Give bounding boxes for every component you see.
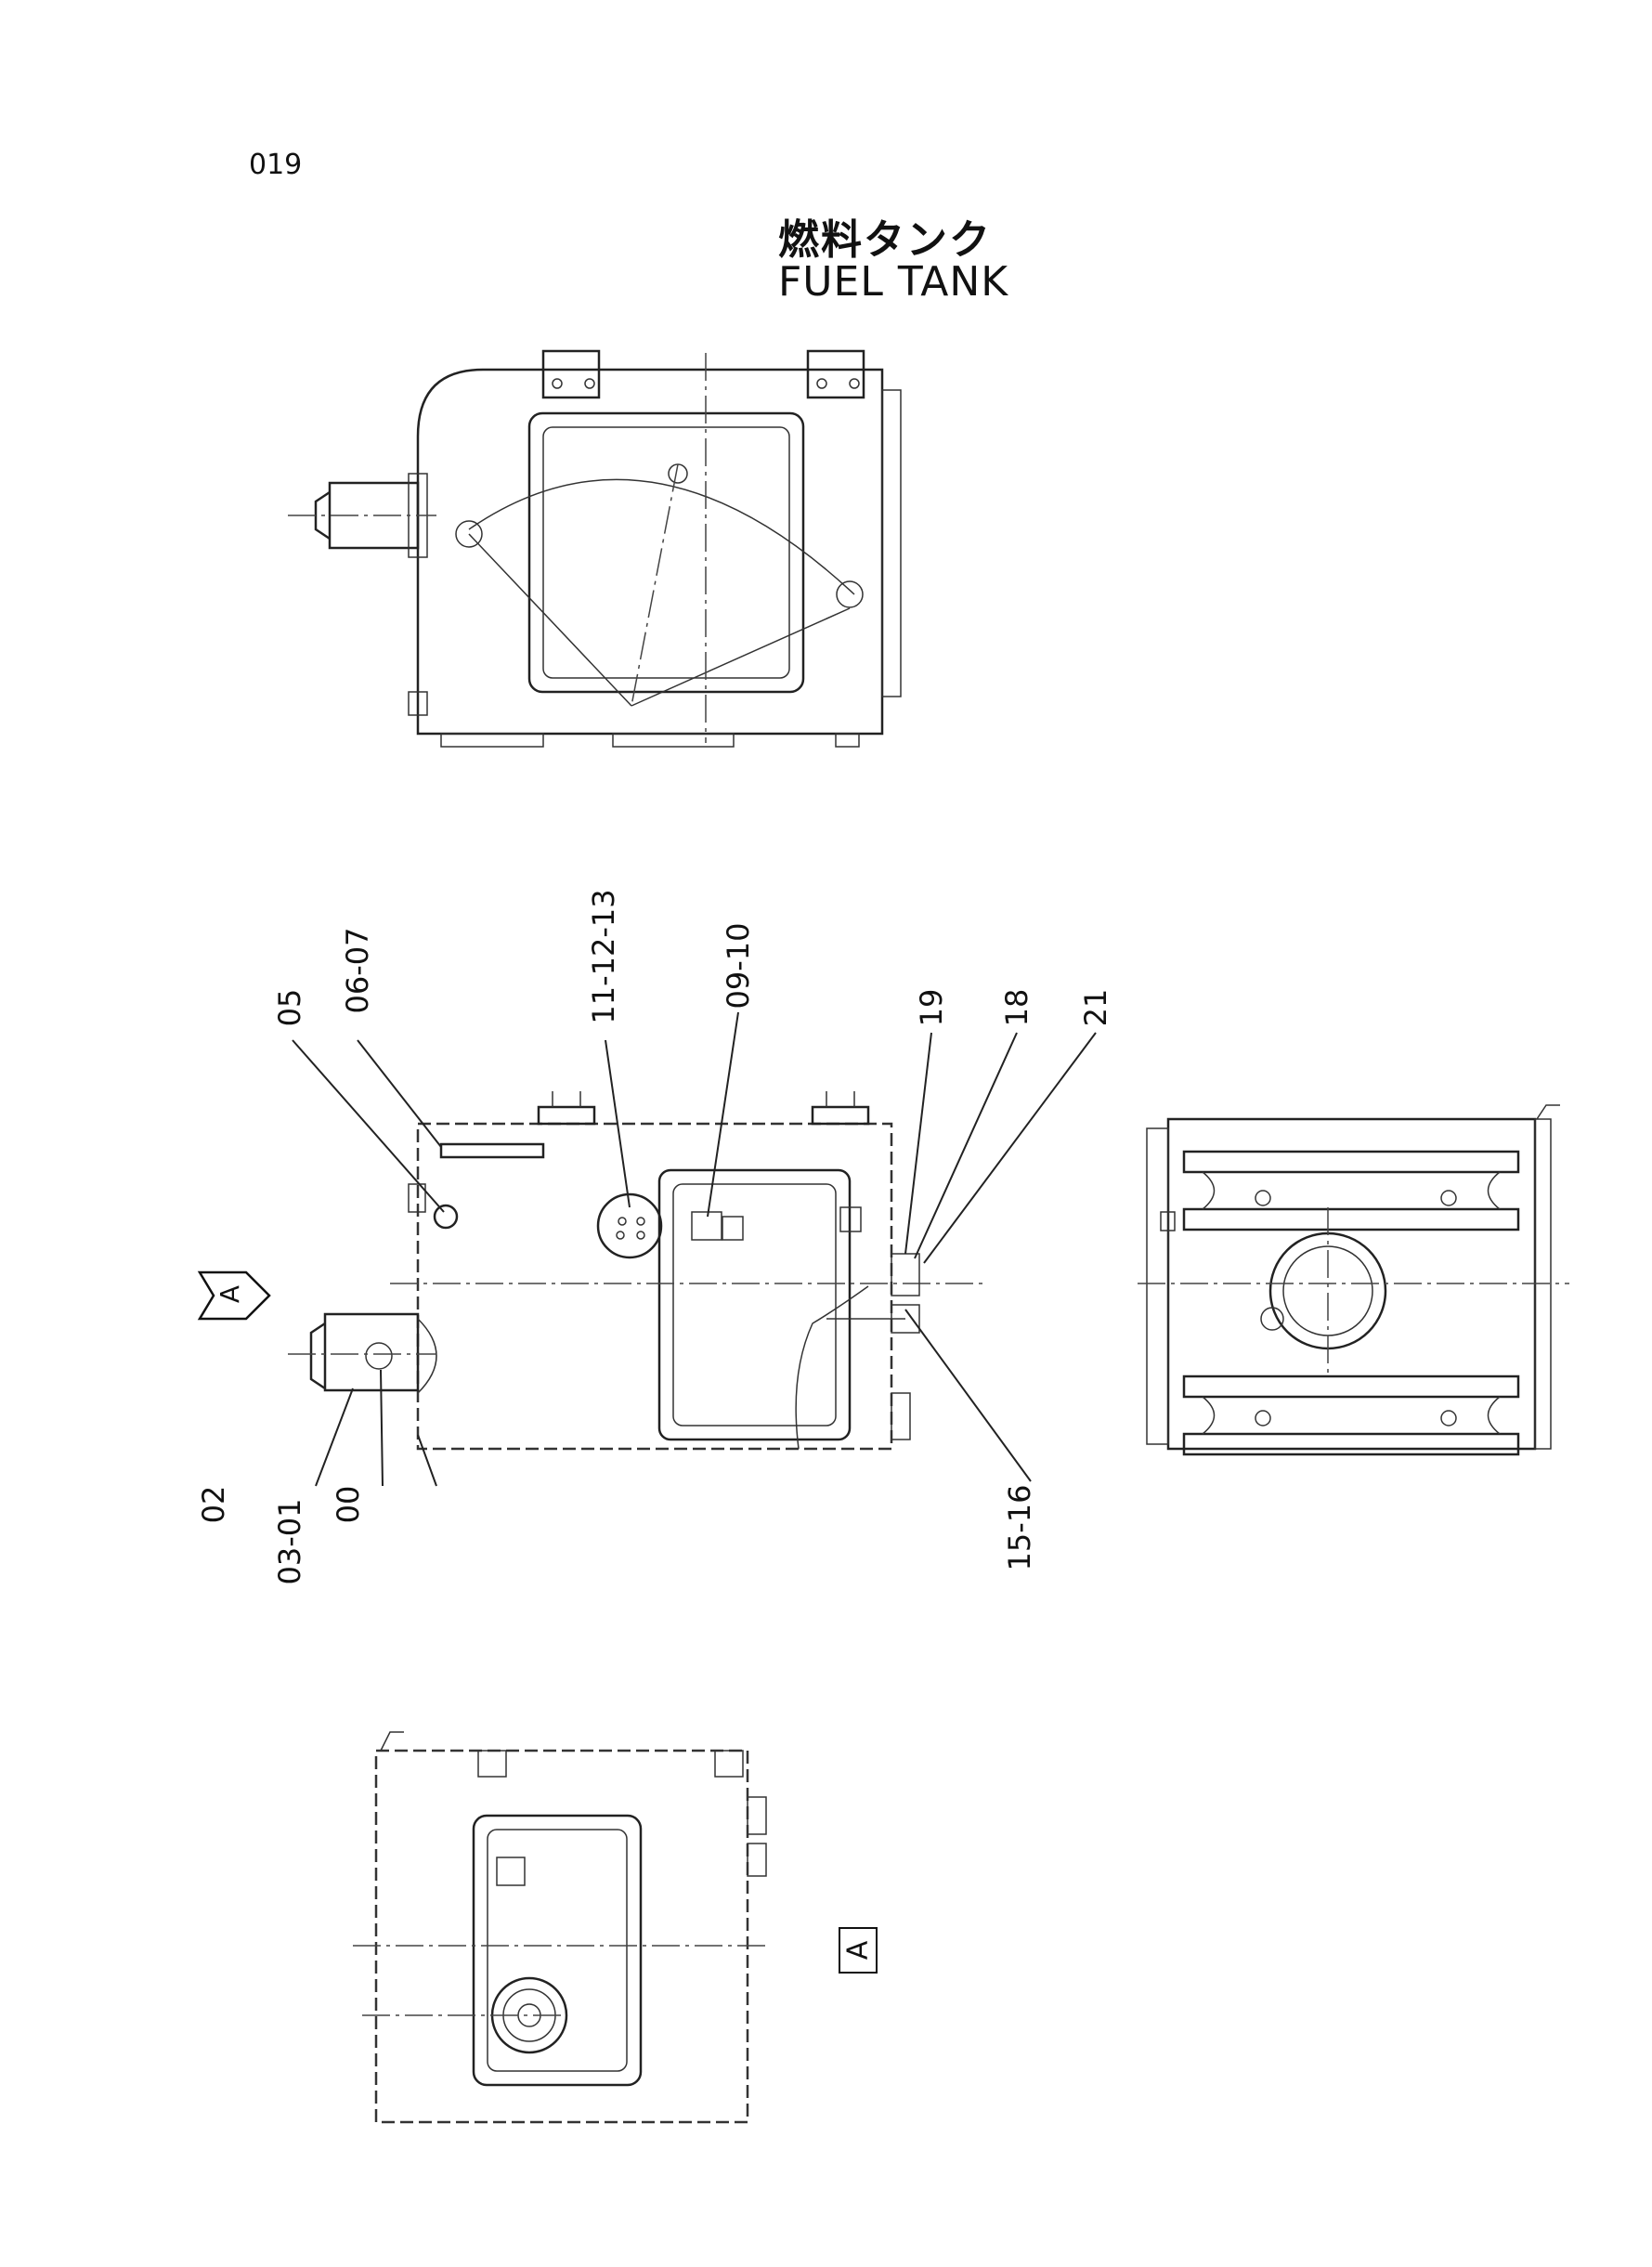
callout-02: 02: [196, 1485, 231, 1524]
callout-15-16: 15-16: [1002, 1484, 1037, 1571]
view-arrow-a: A: [195, 1268, 274, 1323]
view-arrow-label: A: [215, 1284, 246, 1304]
view-a: [353, 1731, 771, 2124]
callout-21: 21: [1078, 988, 1113, 1027]
callout-06-07: 06-07: [340, 927, 375, 1014]
callout-05: 05: [272, 988, 307, 1027]
title-english: FUEL TANK: [778, 258, 1009, 306]
page-number: 019: [249, 149, 303, 181]
view-a-label: A: [841, 1940, 875, 1961]
title-japanese: 燃料タンク: [778, 216, 992, 264]
callout-18: 18: [999, 988, 1034, 1027]
side-view: [1138, 1104, 1569, 1456]
top-view: [288, 349, 902, 748]
callout-00: 00: [331, 1485, 366, 1524]
callout-19: 19: [914, 988, 949, 1027]
front-view: [288, 1091, 984, 1451]
callout-03-01: 03-01: [272, 1498, 307, 1585]
leader-lines: [292, 1011, 1097, 1487]
view-a-label-box: A: [839, 1927, 878, 1974]
callout-09-10: 09-10: [721, 922, 756, 1010]
callout-11-12-13: 11-12-13: [586, 889, 621, 1024]
